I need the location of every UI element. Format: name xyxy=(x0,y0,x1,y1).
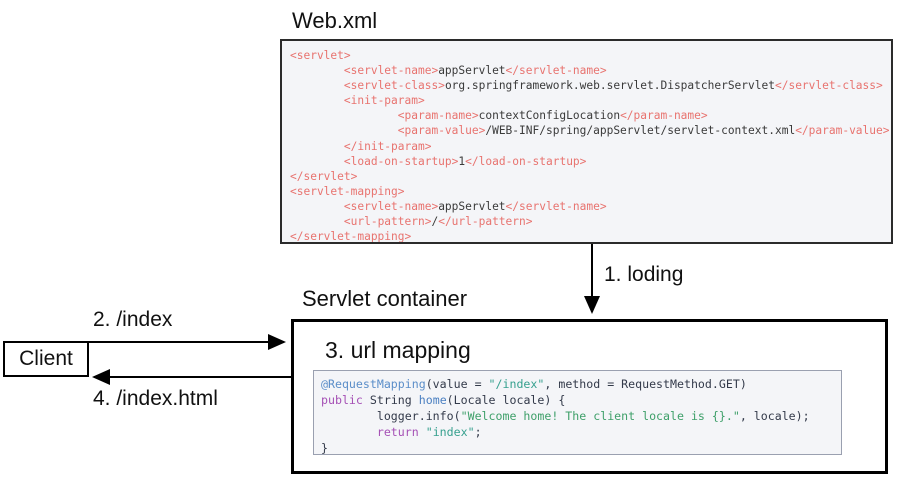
code-line: return "index"; xyxy=(321,424,835,440)
code-line: <load-on-startup>1</load-on-startup> xyxy=(290,154,885,169)
code-token: ; xyxy=(474,425,482,439)
code-token xyxy=(419,425,426,439)
code-line: </servlet-mapping> xyxy=(290,229,885,244)
step-2-index-label: 2. /index xyxy=(93,308,173,331)
servlet-container-title: Servlet container xyxy=(302,286,468,311)
code-token: return xyxy=(376,425,419,439)
code-token: /WEB-INF/spring/appServlet/servlet-conte… xyxy=(485,124,796,138)
code-token: <servlet> xyxy=(290,49,351,62)
code-line: <param-value>/WEB-INF/spring/appServlet/… xyxy=(290,123,890,138)
code-token: appServlet xyxy=(438,199,506,213)
code-line: <servlet-name>appServlet</servlet-name> xyxy=(290,63,885,78)
code-token xyxy=(290,140,344,153)
client-box: Client xyxy=(3,341,89,377)
code-token: </servlet-name> xyxy=(505,64,607,78)
code-token: </servlet-name> xyxy=(505,199,607,213)
webxml-title: Web.xml xyxy=(292,8,378,33)
code-token: 1 xyxy=(458,154,466,168)
code-token xyxy=(321,425,377,439)
code-token: "index" xyxy=(425,425,475,439)
code-token: <servlet-mapping> xyxy=(290,184,405,198)
code-token xyxy=(290,215,344,228)
code-token: <url-pattern> xyxy=(343,215,432,229)
code-token: <servlet-name> xyxy=(343,64,439,78)
code-token: </servlet-mapping> xyxy=(290,230,412,244)
code-line: </init-param> xyxy=(290,139,885,154)
code-token: logger.info( xyxy=(321,409,461,423)
code-line: <servlet-class>org.springframework.web.s… xyxy=(290,78,885,93)
code-token: contextConfigLocation xyxy=(478,109,621,123)
code-token: public xyxy=(321,393,363,407)
code-token: String xyxy=(369,393,412,407)
client-label: Client xyxy=(19,347,73,370)
code-token: home xyxy=(418,393,447,407)
code-line: } xyxy=(321,440,835,455)
code-line: <url-pattern>/</url-pattern> xyxy=(290,214,885,229)
code-token: @RequestMapping xyxy=(321,377,426,391)
code-line: public String home(Locale locale) { xyxy=(321,392,835,408)
code-token: <param-name> xyxy=(397,109,479,123)
code-token xyxy=(290,109,398,122)
code-token: </param-value> xyxy=(795,124,890,138)
webxml-code-panel: <servlet> <servlet-name>appServlet</serv… xyxy=(280,39,893,244)
code-token xyxy=(290,94,344,107)
code-token: </servlet-class> xyxy=(774,79,883,93)
code-line: logger.info("Welcome home! The client lo… xyxy=(321,408,835,424)
code-token xyxy=(363,393,370,407)
code-token: </init-param> xyxy=(343,139,432,153)
code-line: </servlet> xyxy=(290,169,885,184)
code-token xyxy=(290,64,344,77)
step-1-loading-label: 1. loding xyxy=(604,263,684,286)
code-token: </load-on-startup> xyxy=(465,154,587,168)
code-token: </servlet> xyxy=(290,169,358,183)
code-token: org.springframework.web.servlet.Dispatch… xyxy=(444,79,775,93)
code-line: @RequestMapping(value = "/index", method… xyxy=(321,376,835,392)
code-token: <load-on-startup> xyxy=(343,154,459,168)
code-line: <servlet-name>appServlet</servlet-name> xyxy=(290,199,885,214)
step-4-index-html-label: 4. /index.html xyxy=(93,387,218,410)
code-line: <param-name>contextConfigLocation</param… xyxy=(290,108,885,123)
code-token: <servlet-name> xyxy=(343,199,439,213)
code-token: <init-param> xyxy=(343,94,425,108)
code-token: appServlet xyxy=(438,64,506,78)
code-token: "/index" xyxy=(488,377,545,391)
code-token: } xyxy=(321,441,328,455)
step-3-url-mapping-label: 3. url mapping xyxy=(325,337,471,363)
code-token: </url-pattern> xyxy=(438,215,533,229)
code-token: <param-value> xyxy=(397,124,486,138)
code-token: <servlet-class> xyxy=(343,79,445,93)
code-token: , locale); xyxy=(739,409,810,423)
code-token xyxy=(290,155,344,168)
code-line: <servlet> xyxy=(290,48,885,63)
code-token: (Locale locale) { xyxy=(446,393,566,407)
code-token: / xyxy=(431,215,439,229)
code-token xyxy=(290,79,344,92)
code-token xyxy=(290,124,398,137)
code-token xyxy=(412,393,419,407)
code-token: , method = RequestMethod.GET) xyxy=(544,377,747,391)
code-token: "Welcome home! The client locale is {}." xyxy=(460,409,740,423)
java-controller-code-panel: @RequestMapping(value = "/index", method… xyxy=(313,370,842,455)
code-line: <init-param> xyxy=(290,93,885,108)
code-token: </param-name> xyxy=(620,109,708,123)
code-token: (value = xyxy=(425,377,489,391)
code-token xyxy=(290,200,344,213)
code-line: <servlet-mapping> xyxy=(290,184,885,199)
